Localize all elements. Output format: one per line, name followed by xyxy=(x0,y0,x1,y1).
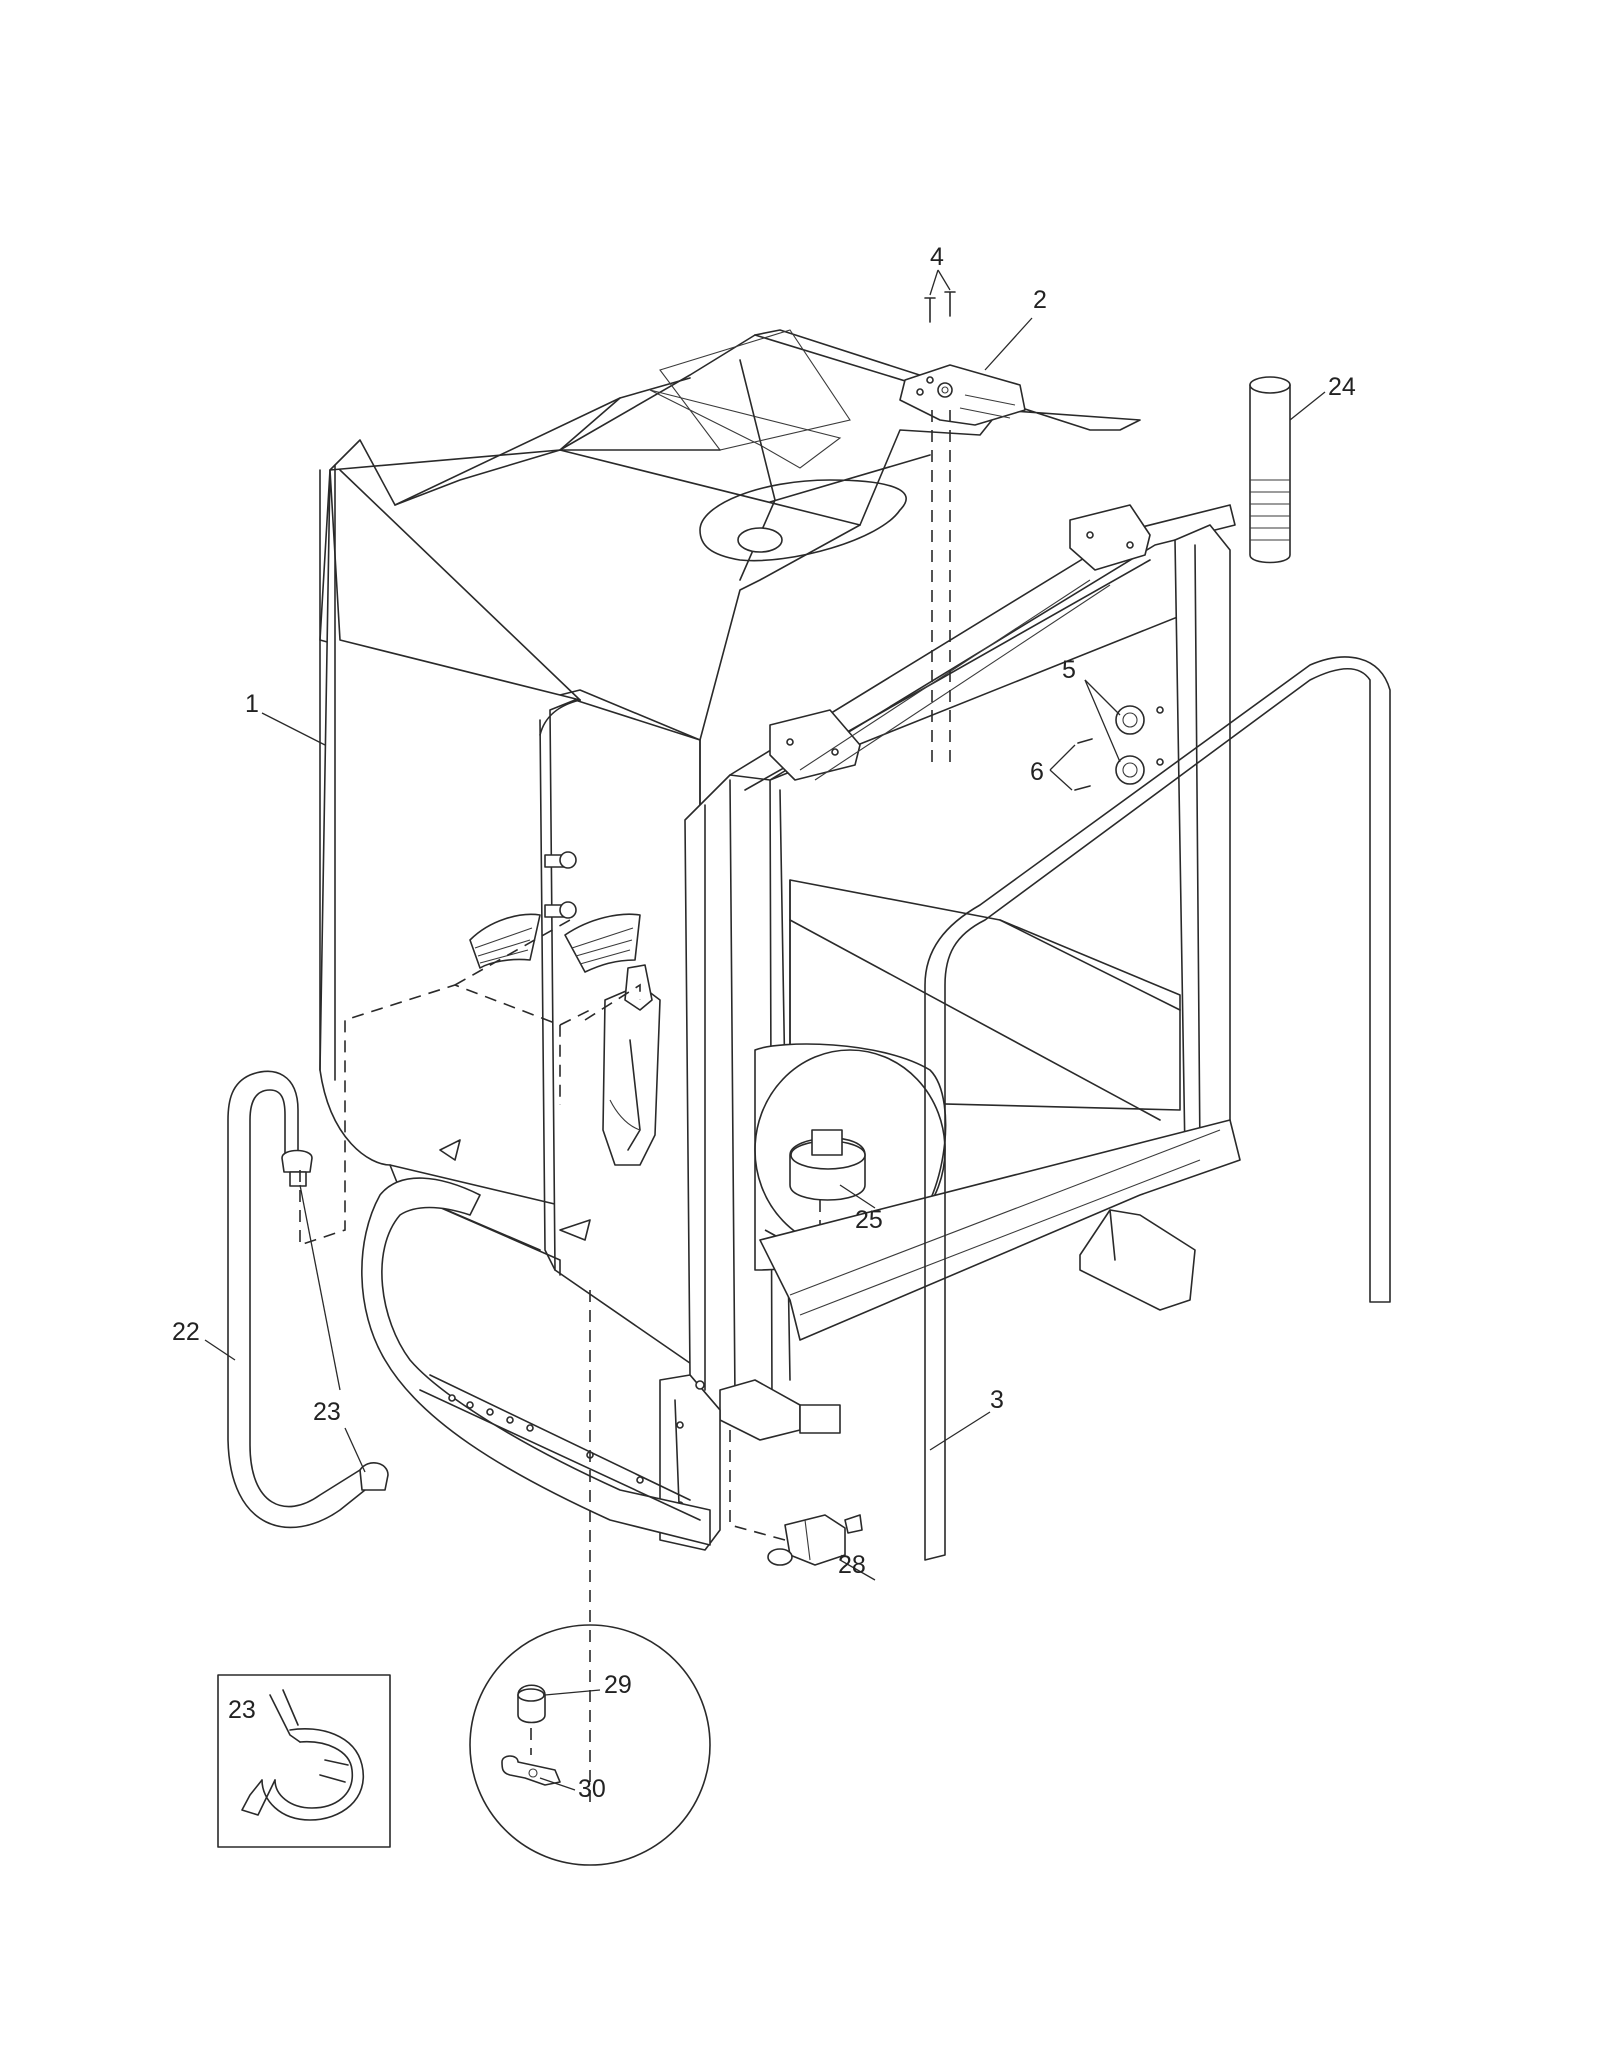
detail-box xyxy=(217,1674,391,1848)
callout-4: 4 xyxy=(930,243,944,271)
drain-hose xyxy=(227,1070,389,1529)
door-switch xyxy=(767,1514,863,1566)
vent-tube xyxy=(1249,376,1291,564)
door-gasket xyxy=(924,656,1391,1561)
callout-25: 25 xyxy=(855,1206,883,1234)
callout-6: 6 xyxy=(1030,758,1044,786)
door-fasteners xyxy=(1074,705,1164,791)
door-frame xyxy=(361,504,1241,1551)
callout-23-detail: 23 xyxy=(228,1696,256,1724)
tub-assembly xyxy=(319,329,1221,1406)
detail-circle xyxy=(469,1624,711,1866)
callout-28: 28 xyxy=(838,1551,866,1579)
callout-labels: 1 2 3 4 5 6 22 23 23 24 25 28 29 30 xyxy=(172,243,1356,1803)
leader-lines xyxy=(204,269,1326,1791)
callout-29: 29 xyxy=(604,1671,632,1699)
callout-1: 1 xyxy=(245,690,259,718)
callout-30: 30 xyxy=(578,1775,606,1803)
callout-23: 23 xyxy=(313,1398,341,1426)
callout-24: 24 xyxy=(1328,373,1356,401)
top-bracket xyxy=(899,291,1026,770)
callout-22: 22 xyxy=(172,1318,200,1346)
reference-lines xyxy=(299,919,786,1810)
callout-5: 5 xyxy=(1062,656,1076,684)
callout-2: 2 xyxy=(1033,286,1047,314)
callout-3: 3 xyxy=(990,1386,1004,1414)
